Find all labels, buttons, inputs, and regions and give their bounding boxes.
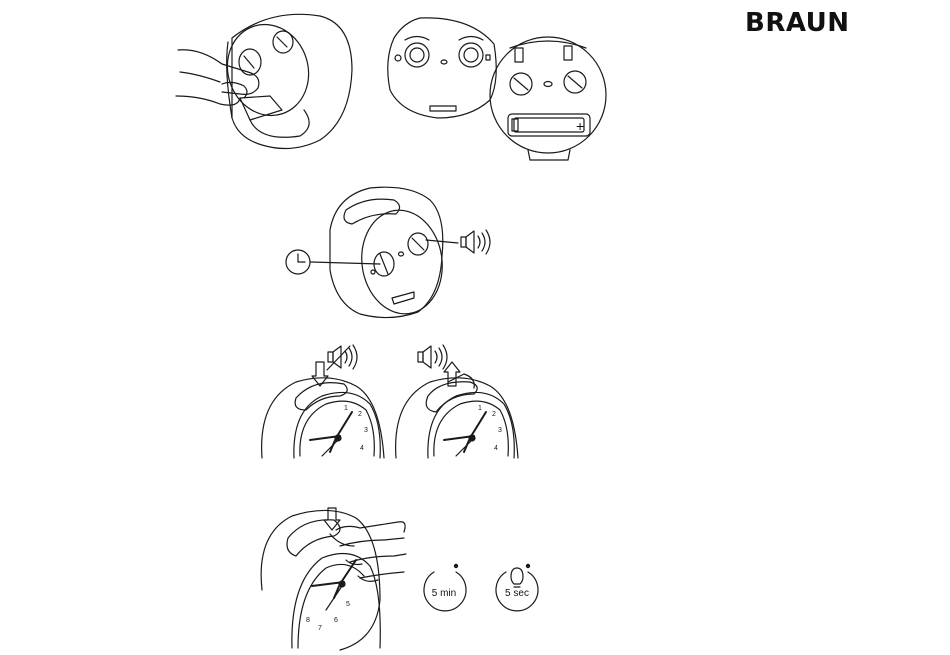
- svg-text:3: 3: [364, 427, 368, 434]
- snooze-time-label: 5 min: [432, 588, 456, 599]
- svg-text:4: 4: [360, 445, 364, 452]
- svg-text:8: 8: [306, 617, 310, 624]
- speaker-muted-icon: [327, 345, 357, 370]
- panel-snooze: 5 6 7 8 5 min 5 sec: [261, 508, 538, 650]
- lightbulb-icon: [511, 568, 523, 587]
- svg-text:6: 6: [334, 617, 338, 624]
- svg-text:4: 4: [494, 445, 498, 452]
- svg-text:3: 3: [498, 427, 502, 434]
- svg-text:7: 7: [318, 625, 322, 632]
- snooze-timer-icon: 5 min: [424, 564, 466, 610]
- svg-text:5: 5: [346, 601, 350, 608]
- panel-back-view: [388, 18, 497, 118]
- speaker-icon: [418, 345, 447, 369]
- panel-alarm-on: 1 2 3 4: [396, 345, 518, 458]
- light-timer-icon: 5 sec: [496, 564, 538, 610]
- panel-alarm-off: 1 2 3 4: [262, 345, 384, 458]
- svg-text:2: 2: [358, 411, 362, 418]
- panel-knobs: [286, 187, 490, 319]
- light-time-label: 5 sec: [505, 588, 529, 599]
- svg-text:2: 2: [492, 411, 496, 418]
- svg-text:1: 1: [478, 405, 482, 412]
- panel-open-battery-cover: [176, 14, 352, 149]
- battery-plus-symbol: +: [576, 118, 584, 134]
- svg-text:1: 1: [344, 405, 348, 412]
- speaker-icon: [461, 230, 490, 254]
- panel-battery-compartment: +: [490, 37, 606, 160]
- clock-icon: [286, 250, 310, 274]
